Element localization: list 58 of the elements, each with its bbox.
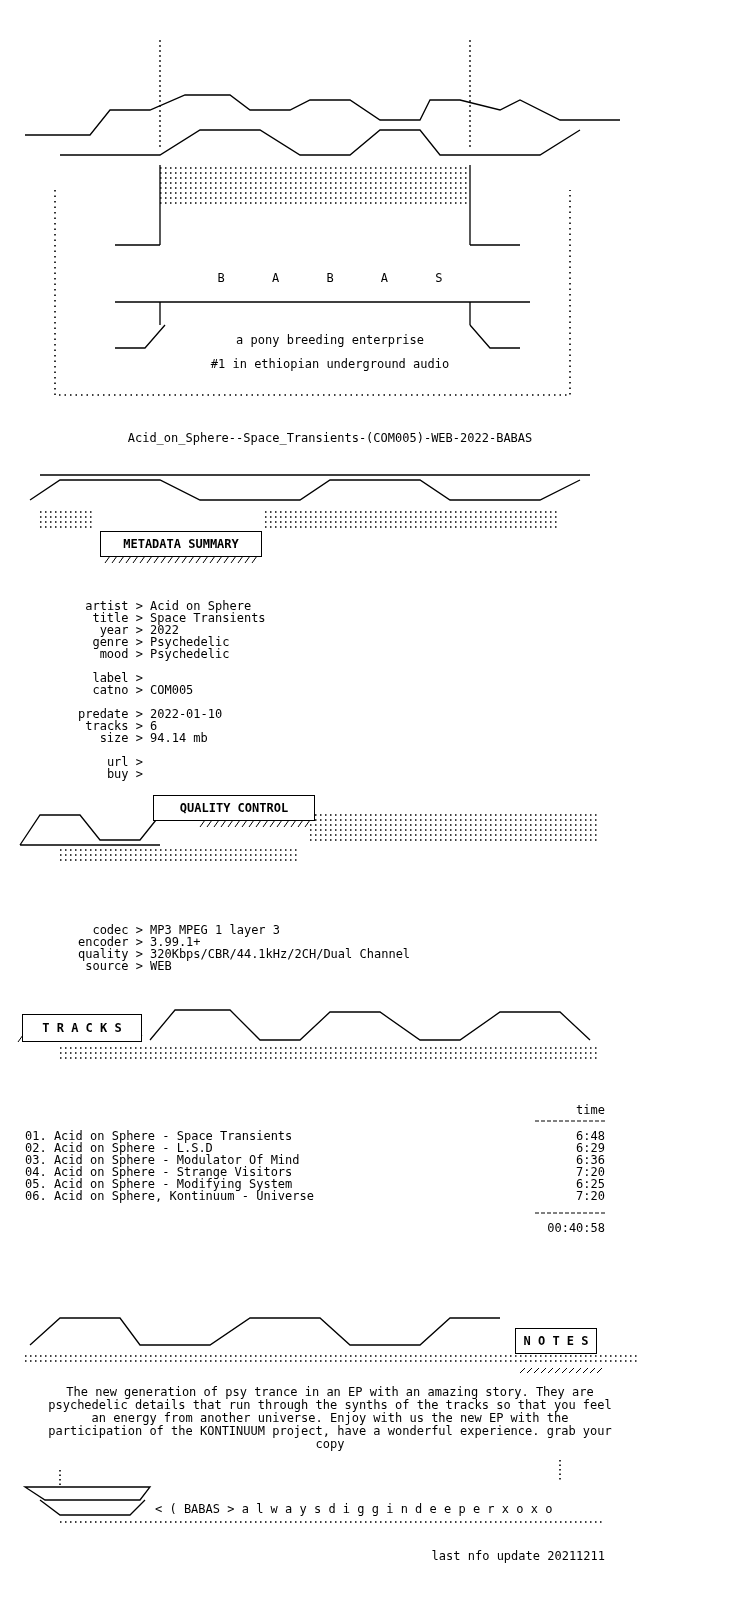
field-key: genre > (92, 636, 143, 649)
section-heading: T R A C K S (42, 1021, 122, 1035)
section-heading: QUALITY CONTROL (179, 801, 289, 815)
group-name: B A B A S (216, 272, 444, 285)
field-key: encoder > (77, 936, 143, 949)
field-key: url > (106, 756, 143, 769)
field-key: source > (85, 960, 143, 973)
field-key: codec > (92, 924, 143, 937)
tagline: a pony breeding enterprise (235, 334, 425, 347)
field-value: Acid on Sphere (150, 600, 252, 613)
total-duration: 00:40:58 (547, 1222, 605, 1235)
field-value: Psychedelic (150, 636, 230, 649)
column-heading: time (576, 1104, 605, 1117)
track-title: 03. Acid on Sphere - Modulator Of Mind (25, 1154, 300, 1167)
section-box (515, 1328, 597, 1354)
field-value: 320Kbps/CBR/44.1kHz/2CH/Dual Channel (150, 948, 411, 961)
track-duration: 6:29 (576, 1142, 605, 1155)
field-key: year > (99, 624, 143, 637)
track-title: 01. Acid on Sphere - Space Transients (25, 1130, 293, 1143)
field-key: catno > (92, 684, 143, 697)
track-duration: 7:20 (576, 1166, 605, 1179)
section-heading: METADATA SUMMARY (123, 537, 239, 551)
field-key: title > (92, 612, 143, 625)
section-heading: N O T E S (523, 1334, 589, 1348)
field-value: 3.99.1+ (150, 936, 201, 949)
field-value: 2022-01-10 (150, 708, 223, 721)
field-key: predate > (77, 708, 143, 721)
field-key: artist > (85, 600, 143, 613)
track-title: 02. Acid on Sphere - L.S.D (25, 1142, 213, 1155)
section-box (153, 795, 315, 821)
field-key: mood > (99, 648, 143, 661)
field-key: tracks > (85, 720, 143, 733)
description-paragraph: The new generation of psy trance in an EP with an amazing story. They are psychedelic details that run through the synths of the tracks so that you feel an energy from another universe. Enjoy with us the new EP with the participation of the KONTINUUM project, have a wonderful experience. grab your copy (47, 1386, 613, 1451)
field-key: buy > (106, 768, 143, 781)
track-title: 05. Acid on Sphere - Modifying System (25, 1178, 293, 1191)
section-box (100, 531, 262, 557)
track-title: 04. Acid on Sphere - Strange Visitors (25, 1166, 293, 1179)
field-value: MP3 MPEG 1 layer 3 (150, 924, 281, 937)
field-value: 6 (150, 720, 158, 733)
track-duration: 6:36 (576, 1154, 605, 1167)
update-note: last nfo update 20211211 (431, 1550, 605, 1563)
motto: < ( BABAS > a l w a y s d i g g i n d e e p e r x o x o (155, 1503, 553, 1516)
field-key: quality > (77, 948, 143, 961)
field-value: Space Transients (150, 612, 266, 625)
field-value: Psychedelic (150, 648, 230, 661)
track-duration: 7:20 (576, 1190, 605, 1203)
field-value: 2022 (150, 624, 179, 637)
field-value: WEB (150, 960, 172, 973)
field-key: label > (92, 672, 143, 685)
track-duration: 6:25 (576, 1178, 605, 1191)
tagline: #1 in ethiopian underground audio (209, 358, 451, 371)
release-name: Acid_on_Sphere--Space_Transients-(COM005)-WEB-2022-BABAS (126, 432, 534, 445)
field-key: size > (99, 732, 143, 745)
section-box (22, 1014, 142, 1042)
field-value: 94.14 mb (150, 732, 208, 745)
track-title: 06. Acid on Sphere, Kontinuum - Universe (25, 1190, 314, 1203)
field-value: COM005 (150, 684, 194, 697)
track-duration: 6:48 (576, 1130, 605, 1143)
